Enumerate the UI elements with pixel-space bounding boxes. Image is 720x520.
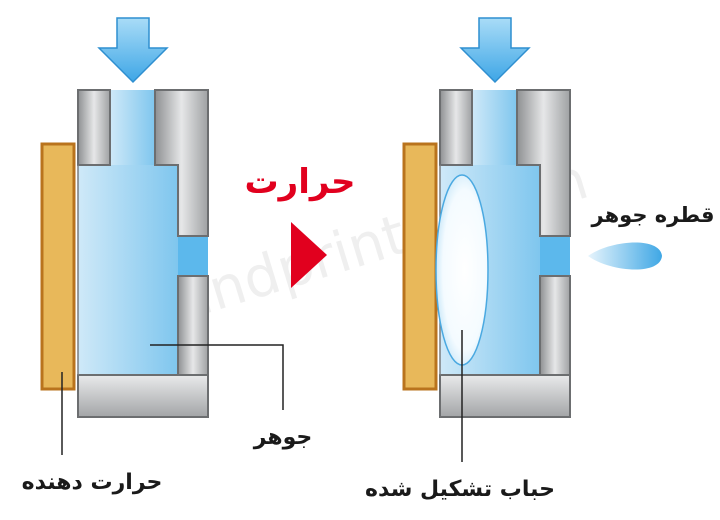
ink-drop-label: قطره جوهر bbox=[591, 203, 715, 227]
red-triangle-arrow-icon bbox=[291, 222, 327, 288]
leader-lines bbox=[61, 330, 463, 462]
bubble-label: حباب تشکیل شده bbox=[365, 477, 555, 502]
ink-label: جوهر bbox=[253, 425, 313, 450]
heater-right bbox=[402, 142, 438, 391]
ink-droplet-icon bbox=[588, 242, 662, 270]
nozzle-left bbox=[77, 89, 209, 418]
down-arrow-icon bbox=[98, 17, 168, 83]
ink-leader bbox=[150, 344, 284, 410]
down-arrow-icon bbox=[460, 17, 530, 83]
heater-left bbox=[40, 142, 76, 391]
heater-label: حرارت دهنده bbox=[22, 470, 163, 495]
heat-title: حرارت bbox=[244, 162, 355, 202]
